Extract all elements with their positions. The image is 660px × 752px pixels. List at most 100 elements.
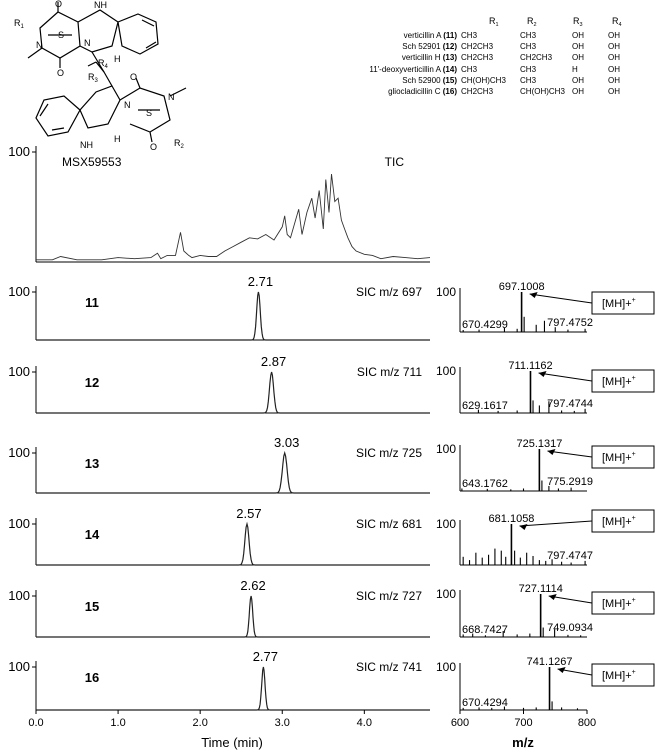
y-tick-label: 100 xyxy=(8,364,30,379)
right-peak-label: 797.4747 xyxy=(547,550,593,562)
table-cell-r1: CH3 xyxy=(461,31,478,40)
atom-o-4: O xyxy=(150,142,157,152)
lower-benzene-double-bonds xyxy=(39,103,65,131)
structure-labels: R1 R2 R3 R4 O O O O N N N N S S NH NH H … xyxy=(14,0,185,152)
y-tick-label: 100 xyxy=(436,364,456,378)
upper-benzene-double-bonds xyxy=(141,19,157,49)
annotation-label: [MH]++ xyxy=(602,297,636,310)
compound-number: 14 xyxy=(85,527,100,542)
atom-o-1: O xyxy=(55,0,62,9)
y-tick-label: 100 xyxy=(8,659,30,674)
compound-number: 15 xyxy=(85,599,99,614)
sic-peak xyxy=(36,521,430,566)
table-cell-r2: CH2CH3 xyxy=(520,53,553,62)
r4-label: R4 xyxy=(98,58,109,70)
table-header-r2: R2 xyxy=(527,16,537,28)
right-peak-label: 797.4752 xyxy=(547,317,593,329)
atom-h-2: H xyxy=(114,134,121,144)
lower-benzene-ring xyxy=(35,95,81,137)
table-row-name: 11'-deoxyverticillin A (14) xyxy=(369,65,457,74)
x-tick-label: 1.0 xyxy=(110,717,125,729)
tic-trace xyxy=(36,173,431,261)
y-tick-label: 100 xyxy=(8,445,30,460)
sic-label: SIC m/z 725 xyxy=(356,446,422,460)
y-tick-label: 100 xyxy=(436,660,456,674)
r1-label: R1 xyxy=(14,18,25,30)
x-tick-label: 600 xyxy=(451,717,469,729)
table-cell-r1: CH2CH3 xyxy=(461,42,494,51)
x-tick-label: 3.0 xyxy=(275,717,290,729)
arrow-head xyxy=(547,449,556,455)
table-header-r3: R3 xyxy=(573,16,583,28)
r2-label: R2 xyxy=(174,138,185,150)
table-row-name: Sch 52900 (15) xyxy=(402,76,457,85)
y-tick-label: 100 xyxy=(436,517,456,531)
table-cell-r4: OH xyxy=(608,53,620,62)
compound-number: 13 xyxy=(85,456,99,471)
table-cell-r2: CH3 xyxy=(520,65,537,74)
annotation-label: [MH]++ xyxy=(602,597,636,610)
chemical-structure xyxy=(27,2,187,143)
atom-n-1: N xyxy=(36,40,43,50)
atom-h-1: H xyxy=(114,54,121,64)
table-cell-r2: CH3 xyxy=(520,76,537,85)
table-cell-r1: CH2CH3 xyxy=(461,53,494,62)
table-row-name: Sch 52901 (12) xyxy=(402,42,457,51)
retention-time-label: 2.87 xyxy=(261,354,286,369)
arrow-head xyxy=(529,292,538,298)
annotation-arrow xyxy=(519,520,593,527)
table-cell-r3: H xyxy=(572,65,578,74)
right-peak-label: 797.4744 xyxy=(547,398,593,410)
annotation-arrow xyxy=(548,595,593,604)
sic-label: SIC m/z 727 xyxy=(356,589,422,603)
atom-o-3: O xyxy=(130,72,137,82)
retention-time-label: 3.03 xyxy=(274,435,299,450)
left-peak-label: 670.4299 xyxy=(462,319,508,331)
right-peak-label: 749.0934 xyxy=(547,622,593,634)
base-peak-label: 681.1058 xyxy=(489,513,535,525)
retention-time-label: 2.57 xyxy=(236,506,261,521)
upper-pyrrolidine-ring xyxy=(77,9,119,53)
base-peak-label: 711.1162 xyxy=(508,360,552,372)
sic-label: SIC m/z 741 xyxy=(356,660,422,674)
table-cell-r3: OH xyxy=(572,42,584,51)
table-cell-r4: OH xyxy=(608,65,620,74)
atom-n-3: N xyxy=(124,100,131,110)
r3-label: R3 xyxy=(88,72,99,84)
arrow-head xyxy=(538,371,547,377)
x-tick-label: 0.0 xyxy=(28,717,43,729)
compound-number: 12 xyxy=(85,375,99,390)
y-tick-label: 100 xyxy=(8,588,30,603)
atom-n-2: N xyxy=(84,38,91,48)
sic-chart-13: 100 13 SIC m/z 725 3.03 xyxy=(8,435,430,494)
table-cell-r4: OH xyxy=(608,87,620,96)
right-peak-label: 775.2919 xyxy=(547,476,593,488)
table-cell-r1: CH(OH)CH3 xyxy=(461,76,506,85)
retention-time-label: 2.71 xyxy=(248,274,273,289)
x-tick-label: 700 xyxy=(514,717,532,729)
table-cell-r3: OH xyxy=(572,53,584,62)
sic-peak xyxy=(36,450,430,494)
sic-label: SIC m/z 681 xyxy=(356,517,422,531)
retention-time-label: 2.62 xyxy=(240,578,265,593)
annotation-arrow xyxy=(538,372,593,382)
atom-nh-1: NH xyxy=(94,0,107,10)
table-cell-r1: CH2CH3 xyxy=(461,87,494,96)
x-tick-label: 4.0 xyxy=(357,717,372,729)
table-header-r1: R1 xyxy=(489,16,499,28)
sic-label: SIC m/z 697 xyxy=(356,285,422,299)
lower-n-methyl xyxy=(169,87,187,97)
table-cell-r2: CH3 xyxy=(520,42,537,51)
left-peak-label: 629.1617 xyxy=(462,400,508,412)
base-peak-label: 725.1317 xyxy=(517,438,563,450)
y-tick-label: 100 xyxy=(436,442,456,456)
x-axis-label: m/z xyxy=(512,735,534,750)
